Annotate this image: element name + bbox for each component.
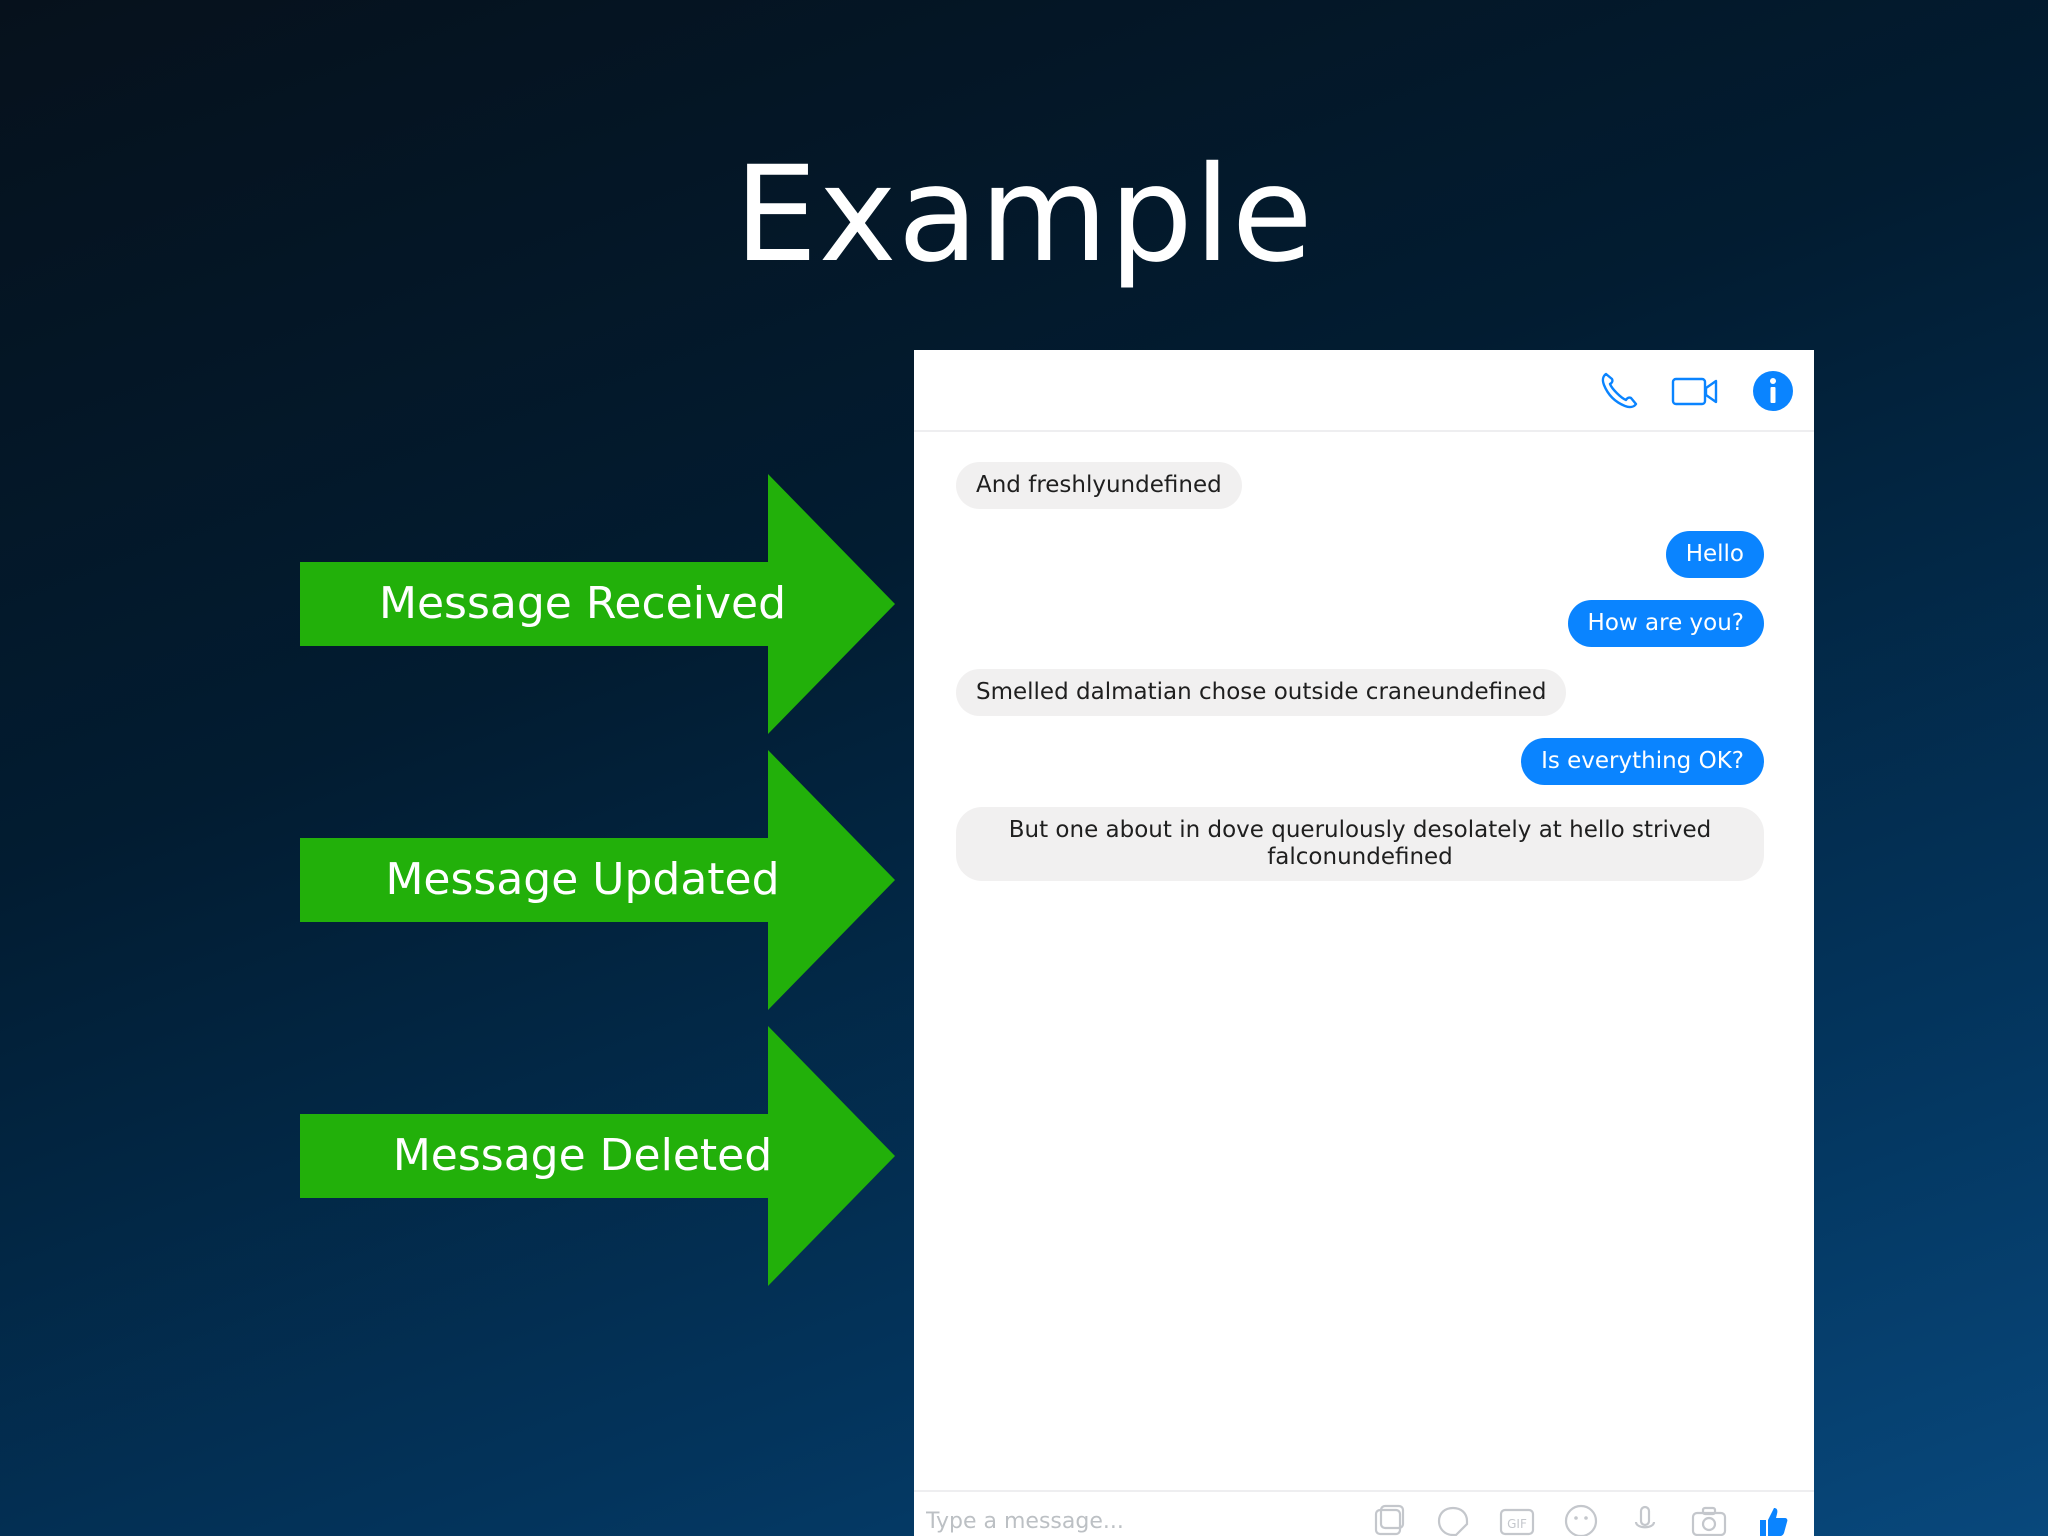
arrow-message-received: Message Received [300, 474, 895, 734]
svg-text:GIF: GIF [1507, 1517, 1527, 1531]
voice-icon[interactable] [1626, 1502, 1664, 1536]
message-row: How are you? [956, 600, 1764, 647]
message-bubble-outgoing[interactable]: Is everything OK? [1521, 738, 1764, 785]
message-row: Smelled dalmatian chose outside craneund… [956, 669, 1764, 716]
camera-icon[interactable] [1690, 1502, 1728, 1536]
message-row: But one about in dove querulously desola… [956, 807, 1764, 881]
gif-icon[interactable]: GIF [1498, 1502, 1536, 1536]
arrow-label: Message Received [378, 578, 787, 629]
sticker-icon[interactable] [1434, 1502, 1472, 1536]
arrow-message-updated: Message Updated [300, 750, 895, 1010]
message-list: And freshlyundefined Hello How are you? … [914, 462, 1814, 903]
phone-icon[interactable] [1596, 368, 1642, 414]
message-input[interactable] [926, 1504, 1366, 1536]
emoji-icon[interactable] [1562, 1502, 1600, 1536]
arrow-label: Message Updated [385, 854, 780, 905]
slide-title: Example [734, 138, 1314, 292]
message-bubble-outgoing[interactable]: How are you? [1567, 600, 1764, 647]
info-icon[interactable] [1750, 368, 1796, 414]
chat-header [914, 350, 1814, 432]
message-bubble-incoming[interactable]: Smelled dalmatian chose outside craneund… [956, 669, 1567, 716]
stickers-icon[interactable] [1370, 1502, 1408, 1536]
message-bubble-incoming[interactable]: And freshlyundefined [956, 462, 1242, 509]
chat-window: And freshlyundefined Hello How are you? … [914, 350, 1814, 1536]
message-bubble-outgoing[interactable]: Hello [1665, 531, 1764, 578]
arrow-shape [300, 750, 895, 1010]
video-camera-icon[interactable] [1670, 368, 1718, 414]
arrow-message-deleted: Message Deleted [300, 1026, 895, 1286]
arrow-label: Message Deleted [392, 1130, 773, 1181]
arrow-shape [300, 1026, 895, 1286]
message-composer: GIF [914, 1490, 1814, 1536]
message-row: And freshlyundefined [956, 462, 1764, 509]
arrow-shape [300, 474, 895, 734]
thumbs-up-icon[interactable] [1754, 1502, 1792, 1536]
message-row: Hello [956, 531, 1764, 578]
message-bubble-incoming[interactable]: But one about in dove querulously desola… [956, 807, 1764, 881]
message-row: Is everything OK? [956, 738, 1764, 785]
